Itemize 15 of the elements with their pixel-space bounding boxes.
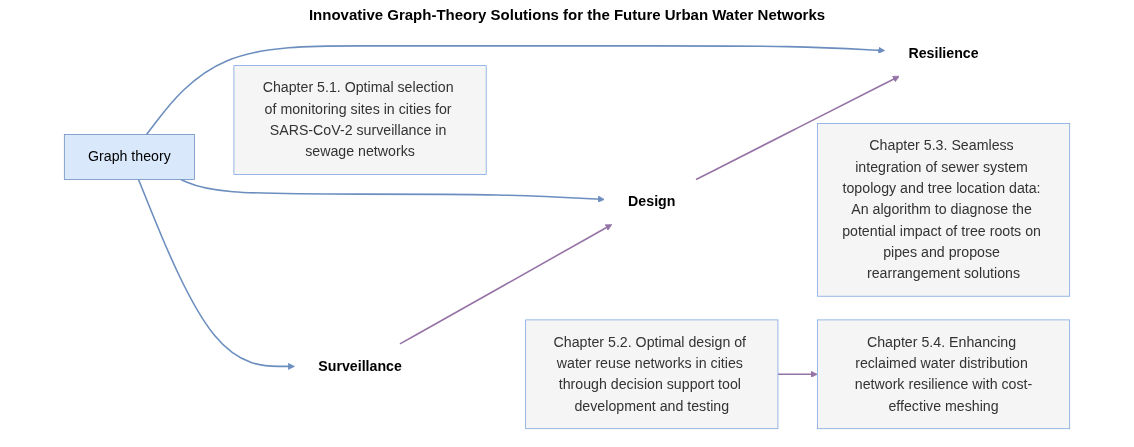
arrow: [180, 178, 605, 203]
node-text: Surveillance: [318, 358, 402, 374]
node-box: Chapter 5.1. Optimal selection of monitoring sites in cities for SARS-CoV-2 surveillance in sewage networks: [233, 65, 487, 175]
node-box: Graph theory: [63, 134, 195, 180]
node-text: Design: [628, 193, 676, 210]
arrow: [137, 178, 295, 370]
diagram-title: Innovative Graph-Theory Solutions for the Future Urban Water Networks: [307, 6, 827, 23]
arrow: [399, 224, 613, 345]
node-box: Chapter 5.2. Optimal design of water reuse networks in cities through decision support tool development and testing: [525, 319, 779, 430]
arrow: [145, 45, 886, 136]
node-box: Chapter 5.3. Seamless integration of sewer system topology and tree location data: An algorithm to diagnose the potential impact of tree roots on pipes and propose rearrangement solutions: [816, 123, 1071, 297]
arrow: [777, 370, 818, 378]
node-box: Chapter 5.4. Enhancing reclaimed water distribution network resilience with cost-effective meshing: [816, 319, 1071, 430]
node-text: Resilience: [908, 45, 979, 62]
arrow: [695, 75, 900, 181]
